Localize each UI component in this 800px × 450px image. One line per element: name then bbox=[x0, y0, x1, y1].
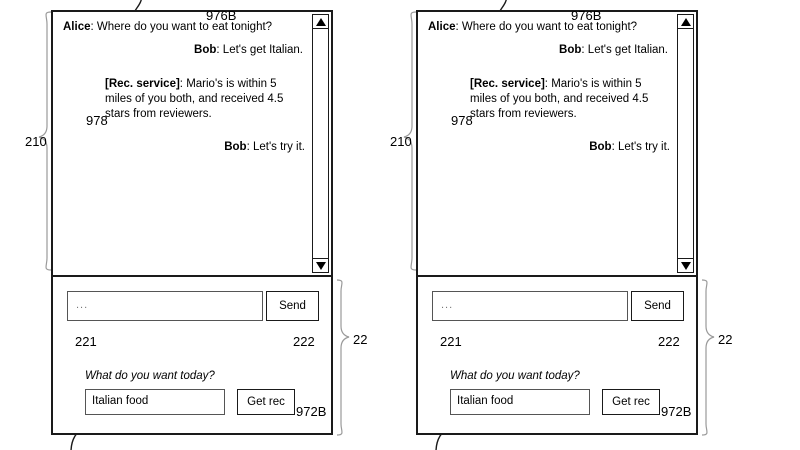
chat-message: [Rec. service]: Mario's is within 5 mile… bbox=[105, 77, 305, 122]
brace-22 bbox=[701, 279, 715, 436]
message-input-row: ... Send bbox=[67, 291, 319, 321]
message-text: Mario's is within 5 miles of you both, a… bbox=[105, 78, 284, 120]
ref-numeral-976b: 976B bbox=[571, 8, 602, 23]
suggestion-input[interactable]: Italian food bbox=[450, 389, 590, 415]
message-separator: : bbox=[179, 78, 187, 90]
message-text: Where do you want to eat tonight? bbox=[96, 21, 273, 33]
message-text: Let's try it. bbox=[617, 141, 670, 153]
ref-numeral-972b: 972B bbox=[661, 404, 692, 419]
chat-transcript-a[interactable]: Alice: Where do you want to eat tonight?… bbox=[53, 12, 331, 277]
ref-numeral-22: 22 bbox=[353, 332, 368, 347]
composer-area-a: ... Send What do you want today? Italian… bbox=[53, 277, 331, 433]
message-separator: : bbox=[544, 78, 552, 90]
ref-numeral-972b: 972B bbox=[296, 404, 327, 419]
ref-numeral-978: 978 bbox=[86, 113, 108, 128]
ref-numeral-221: 221 bbox=[440, 334, 462, 349]
message-speaker: Bob bbox=[589, 141, 612, 153]
chat-message: [Rec. service]: Mario's is within 5 mile… bbox=[470, 77, 670, 122]
send-button[interactable]: Send bbox=[631, 291, 684, 321]
chat-message: Bob: Let's try it. bbox=[428, 140, 670, 155]
triangle-down-icon bbox=[680, 261, 691, 270]
chat-scrollbar[interactable] bbox=[312, 14, 329, 273]
chat-scrollbar[interactable] bbox=[677, 14, 694, 273]
message-separator: : bbox=[581, 43, 588, 56]
chat-message: Alice: Where do you want to eat tonight? bbox=[63, 20, 305, 35]
ref-numeral-976b: 976B bbox=[206, 8, 237, 23]
scroll-up-arrow-button[interactable] bbox=[313, 15, 328, 29]
ref-numeral-222: 222 bbox=[658, 334, 680, 349]
message-input-row: ... Send bbox=[432, 291, 684, 321]
chat-message: Alice: Where do you want to eat tonight? bbox=[428, 20, 670, 35]
message-speaker: [Rec. service] bbox=[105, 78, 180, 90]
suggestion-row: Italian food Get rec bbox=[85, 389, 319, 415]
message-text: Where do you want to eat tonight? bbox=[461, 21, 638, 33]
ref-numeral-221: 221 bbox=[75, 334, 97, 349]
chat-device-a: Alice: Where do you want to eat tonight?… bbox=[51, 10, 333, 435]
ui-panel-b: Alice: Where do you want to eat tonight?… bbox=[390, 0, 733, 450]
message-separator: : bbox=[246, 141, 253, 153]
brace-22 bbox=[336, 279, 350, 436]
message-input[interactable]: ... bbox=[432, 291, 628, 321]
chat-message: Bob: Let's get Italian. bbox=[428, 43, 670, 58]
message-text: Let's get Italian. bbox=[222, 43, 303, 56]
triangle-down-icon bbox=[315, 261, 326, 270]
message-separator: : bbox=[216, 43, 223, 56]
message-text: Mario's is within 5 miles of you both, a… bbox=[470, 78, 649, 120]
scroll-down-arrow-button[interactable] bbox=[678, 258, 693, 272]
chat-device-b: Alice: Where do you want to eat tonight?… bbox=[416, 10, 698, 435]
chat-message: Bob: Let's get Italian. bbox=[63, 43, 305, 58]
message-speaker: [Rec. service] bbox=[470, 78, 545, 90]
message-speaker: Alice bbox=[428, 21, 456, 33]
get-rec-button[interactable]: Get rec bbox=[602, 389, 660, 415]
message-separator: : bbox=[455, 21, 462, 33]
message-text: Let's try it. bbox=[252, 141, 305, 153]
message-speaker: Bob bbox=[559, 43, 582, 56]
triangle-up-icon bbox=[315, 17, 326, 26]
message-separator: : bbox=[611, 141, 618, 153]
message-input[interactable]: ... bbox=[67, 291, 263, 321]
prompt-label: What do you want today? bbox=[85, 370, 215, 382]
ref-numeral-22: 22 bbox=[718, 332, 733, 347]
suggestion-input[interactable]: Italian food bbox=[85, 389, 225, 415]
suggestion-row: Italian food Get rec bbox=[450, 389, 684, 415]
triangle-up-icon bbox=[680, 17, 691, 26]
ref-numeral-210: 210 bbox=[25, 134, 47, 149]
composer-area-b: ... Send What do you want today? Italian… bbox=[418, 277, 696, 433]
message-speaker: Bob bbox=[194, 43, 217, 56]
scroll-up-arrow-button[interactable] bbox=[678, 15, 693, 29]
get-rec-button[interactable]: Get rec bbox=[237, 389, 295, 415]
ref-numeral-222: 222 bbox=[293, 334, 315, 349]
message-text: Let's get Italian. bbox=[587, 43, 668, 56]
ref-numeral-210: 210 bbox=[390, 134, 412, 149]
message-separator: : bbox=[90, 21, 97, 33]
message-speaker: Bob bbox=[224, 141, 247, 153]
message-speaker: Alice bbox=[63, 21, 91, 33]
ref-numeral-978: 978 bbox=[451, 113, 473, 128]
ui-panel-a: Alice: Where do you want to eat tonight?… bbox=[25, 0, 368, 450]
chat-transcript-b[interactable]: Alice: Where do you want to eat tonight?… bbox=[418, 12, 696, 277]
scroll-down-arrow-button[interactable] bbox=[313, 258, 328, 272]
send-button[interactable]: Send bbox=[266, 291, 319, 321]
prompt-label: What do you want today? bbox=[450, 370, 580, 382]
chat-message: Bob: Let's try it. bbox=[63, 140, 305, 155]
